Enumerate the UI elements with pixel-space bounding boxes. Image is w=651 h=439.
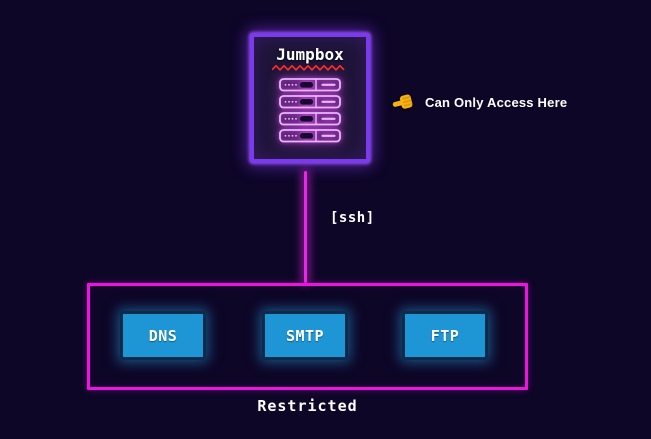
service-label-smtp: SMTP: [285, 326, 325, 345]
service-node-dns: DNS: [120, 311, 206, 360]
annotation-label: Can Only Access Here: [425, 94, 568, 110]
access-annotation: Can Only Access Here: [392, 90, 567, 114]
service-node-smtp: SMTP: [262, 311, 348, 360]
restricted-zone-label: Restricted: [257, 397, 358, 415]
service-node-ftp: FTP: [402, 311, 488, 360]
server-rack-icon: [279, 78, 341, 143]
jumpbox-node: Jumpbox: [250, 33, 370, 163]
jumpbox-label: Jumpbox: [276, 45, 344, 64]
pointing-left-hand-icon: [392, 94, 413, 109]
ssh-connection-line: [304, 171, 307, 283]
service-label-ftp: FTP: [430, 326, 460, 345]
restricted-zone-box: [87, 283, 528, 390]
ssh-link-label: [ssh]: [330, 210, 375, 226]
service-label-dns: DNS: [148, 326, 178, 345]
spellcheck-squiggle: [272, 65, 345, 71]
